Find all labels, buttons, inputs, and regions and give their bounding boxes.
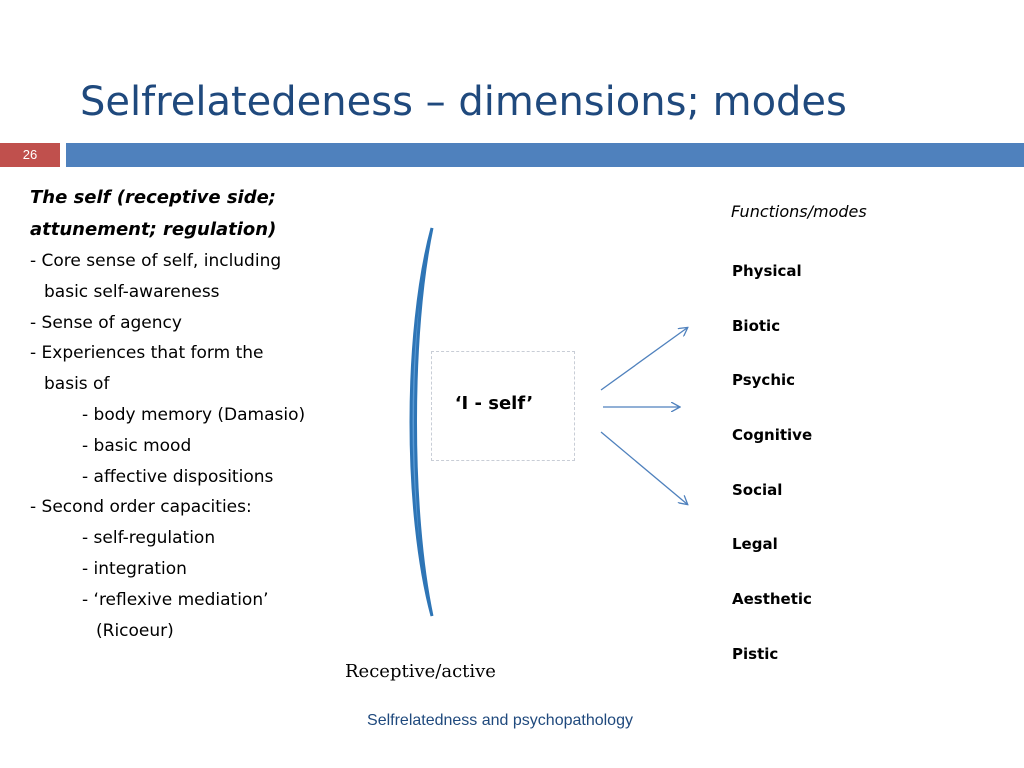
header-bar: [66, 143, 1024, 167]
self-description-item: - self-regulation: [82, 528, 216, 549]
self-description-list: - Core sense of self, including basic sel…: [30, 246, 410, 646]
mode-item: Physical: [732, 262, 802, 280]
arrows-group: [600, 322, 695, 512]
bracket-caption: Receptive/active: [345, 661, 496, 682]
bracket-shape: [409, 227, 434, 617]
self-heading: The self (receptive side; attunement; reg…: [30, 182, 410, 246]
mode-item: Psychic: [732, 371, 796, 390]
mode-item: Pistic: [732, 644, 779, 663]
self-description-item: (Ricoeur): [96, 620, 174, 641]
slide-footer: Selfrelatedness and psychopathology: [367, 712, 633, 729]
mode-item: Biotic: [732, 316, 781, 335]
slide-number: 26: [22, 147, 38, 162]
slide-number-box: [0, 143, 60, 167]
self-description-item: - affective dispositions: [82, 466, 274, 487]
receptive-active-bracket: [409, 227, 434, 617]
self-description-item: basic self-awareness: [44, 281, 220, 302]
self-box: [431, 351, 575, 461]
self-description-item: - basic mood: [82, 435, 192, 456]
self-description-column: The self (receptive side; attunement; reg…: [30, 182, 410, 646]
mode-item: Social: [732, 480, 783, 499]
self-description-item: - Second order capacities:: [30, 497, 252, 518]
mode-item: Aesthetic: [732, 590, 812, 609]
self-description-item: - body memory (Damasio): [82, 404, 306, 425]
self-description-item: basis of: [44, 374, 110, 395]
self-description-item: - ‘reflexive mediation’: [82, 589, 269, 610]
arrow-up-icon: [600, 328, 687, 391]
self-heading-line: attunement; regulation): [30, 219, 277, 240]
self-label: ‘I - self’: [454, 393, 534, 414]
self-description-item: - Core sense of self, including: [30, 251, 282, 271]
slide-title: Selfrelatedeness – dimensions; modes: [80, 79, 847, 125]
arrow-down-icon: [600, 431, 687, 504]
self-description-item: - integration: [82, 558, 187, 579]
self-description-item: - Sense of agency: [30, 312, 182, 333]
functions-heading: Functions/modes: [731, 202, 867, 221]
mode-item: Legal: [732, 535, 778, 554]
self-description-item: - Experiences that form the: [30, 343, 264, 364]
self-heading-line: The self (receptive side;: [30, 187, 276, 208]
mode-item: Cognitive: [732, 426, 813, 445]
